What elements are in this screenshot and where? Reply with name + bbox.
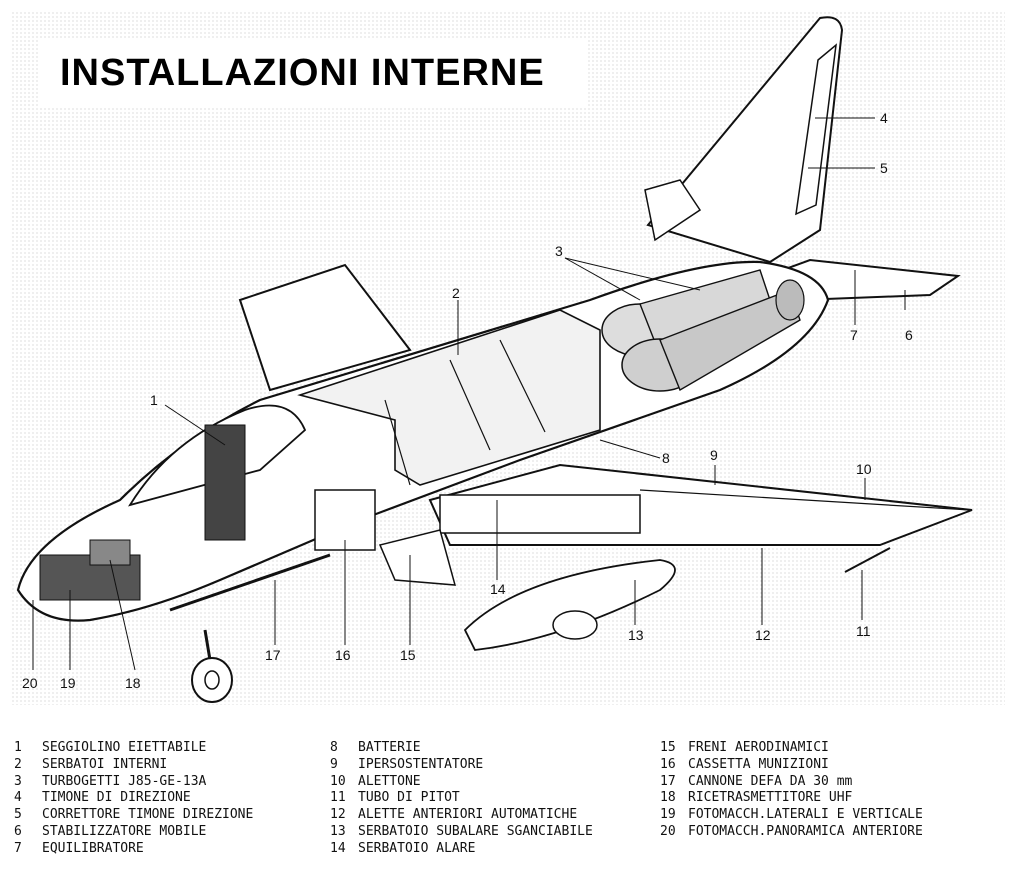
callout-13: 13: [628, 627, 644, 643]
callout-labels: 1 2 3 4 5 6 7 8 9 10 11 12 13 14 15 16 1…: [22, 110, 913, 691]
drop-tank: [463, 559, 676, 651]
leader-lines: [32, 117, 906, 671]
callout-8: 8: [662, 450, 670, 466]
rudder: [795, 43, 837, 216]
callout-2: 2: [452, 285, 460, 301]
diagram-title-box: INSTALLAZIONI INTERNE: [40, 38, 588, 108]
callout-6: 6: [905, 327, 913, 343]
cannon: [169, 553, 331, 612]
callout-15: 15: [400, 647, 416, 663]
dorsal-fin: [644, 179, 702, 242]
nose-gear-strut: [203, 629, 212, 661]
diagram-title: INSTALLAZIONI INTERNE: [60, 51, 545, 94]
ejection-seat: [204, 424, 246, 541]
main-gear-wheel: [552, 610, 598, 640]
callout-7: 7: [850, 327, 858, 343]
turbojet-engines: [601, 269, 805, 392]
pitot-tube: [844, 547, 891, 573]
callout-10: 10: [856, 461, 872, 477]
callout-1: 1: [150, 392, 158, 408]
callout-3: 3: [555, 243, 563, 259]
callout-14: 14: [490, 581, 506, 597]
aileron-line: [639, 489, 971, 511]
wing-tank: [439, 494, 641, 534]
callout-17: 17: [265, 647, 281, 663]
aircraft-cutaway-diagram: 1 2 3 4 5 6 7 8 9 10 11 12 13 14 15 16 1…: [10, 10, 1005, 705]
callout-12: 12: [755, 627, 771, 643]
callout-9: 9: [710, 447, 718, 463]
nose-gear-wheel: [191, 657, 233, 703]
callout-11: 11: [856, 623, 871, 639]
far-wing: [238, 263, 412, 392]
tank-divider-1: [384, 399, 411, 486]
vertical-fin: [646, 16, 844, 264]
tank-divider-3: [499, 339, 546, 433]
callout-19: 19: [60, 675, 76, 691]
speed-brake: [378, 529, 457, 586]
callout-5: 5: [880, 160, 888, 176]
tank-divider-2: [449, 359, 491, 451]
callout-4: 4: [880, 110, 888, 126]
callout-16: 16: [335, 647, 351, 663]
callout-18: 18: [125, 675, 141, 691]
aircraft-cutaway-drawing: 1 2 3 4 5 6 7 8 9 10 11 12 13 14 15 16 1…: [10, 10, 1005, 705]
callout-20: 20: [22, 675, 38, 691]
internal-fuel-tanks: [297, 309, 601, 486]
